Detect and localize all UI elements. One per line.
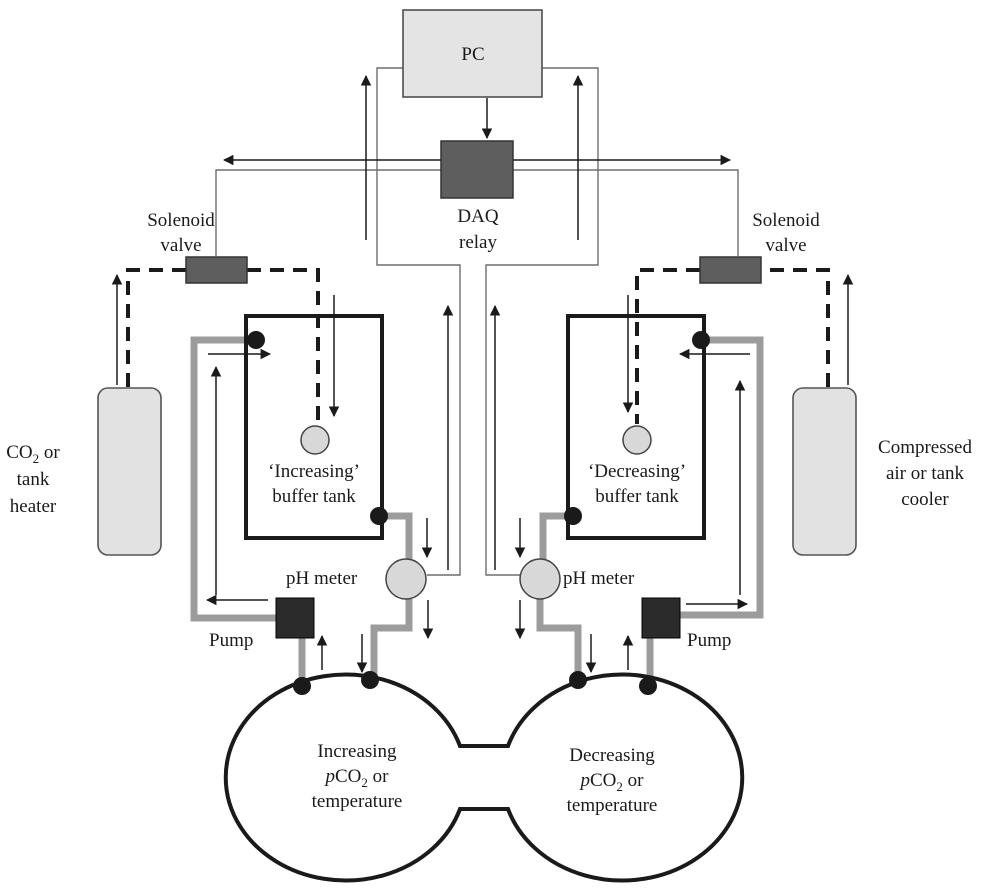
ph-meter-right-sensor xyxy=(519,558,561,600)
signal-arrows xyxy=(111,74,854,674)
cooler-label-line3: cooler xyxy=(901,489,949,510)
water-hoses xyxy=(190,336,764,685)
inc-tank-label-line3: temperature xyxy=(312,791,403,812)
solenoid-left-label-line1: Solenoid xyxy=(147,210,215,231)
solenoid-left-label-line2: valve xyxy=(160,235,201,256)
inc-tank-label-line2: pCO2 or xyxy=(324,766,390,790)
daq-relay-box xyxy=(440,140,514,199)
pump-right-label: Pump xyxy=(687,630,731,651)
ph-meter-right-label: pH meter xyxy=(563,568,635,589)
daq-label-line1: DAQ xyxy=(457,206,498,227)
pc-label: PC xyxy=(461,44,484,65)
compressed-air-cylinder xyxy=(792,387,857,556)
air-stone-left xyxy=(300,425,330,455)
gas-lines xyxy=(126,268,830,424)
daq-label-line2: relay xyxy=(459,232,497,253)
heater-label-line3: heater xyxy=(10,496,57,517)
solenoid-right-label-line2: valve xyxy=(765,235,806,256)
inc-tank-label-line1: Increasing xyxy=(317,741,397,762)
pump-right xyxy=(641,597,681,639)
cooler-label-line1: Compressed xyxy=(878,437,972,458)
pc-box xyxy=(402,9,543,98)
dec-buffer-label-line2: buffer tank xyxy=(595,486,679,507)
inc-buffer-label-line1: ‘Increasing’ xyxy=(268,461,360,482)
pump-left-label: Pump xyxy=(209,630,253,651)
ph-meter-left-label: pH meter xyxy=(286,568,358,589)
heater-label-line1: CO2 or xyxy=(6,442,60,466)
co2-heater-cylinder xyxy=(97,387,162,556)
solenoid-right-label-line1: Solenoid xyxy=(752,210,820,231)
air-stone-right xyxy=(622,425,652,455)
dec-tank-label-line3: temperature xyxy=(567,795,658,816)
dec-tank-label-line1: Decreasing xyxy=(569,745,655,766)
decreasing-buffer-tank xyxy=(566,314,706,540)
dec-tank-label-line2: pCO2 or xyxy=(579,770,645,794)
solenoid-valve-left xyxy=(185,256,248,284)
experimental-tanks xyxy=(223,672,745,883)
cooler-label-line2: air or tank xyxy=(886,463,965,484)
increasing-buffer-tank xyxy=(244,314,384,540)
connection-nodes xyxy=(247,331,710,695)
inc-buffer-label-line2: buffer tank xyxy=(272,486,356,507)
pump-left xyxy=(275,597,315,639)
dec-buffer-label-line1: ‘Decreasing’ xyxy=(588,461,686,482)
ph-meter-left-sensor xyxy=(385,558,427,600)
solenoid-valve-right xyxy=(699,256,762,284)
heater-label-line2: tank xyxy=(17,469,50,490)
